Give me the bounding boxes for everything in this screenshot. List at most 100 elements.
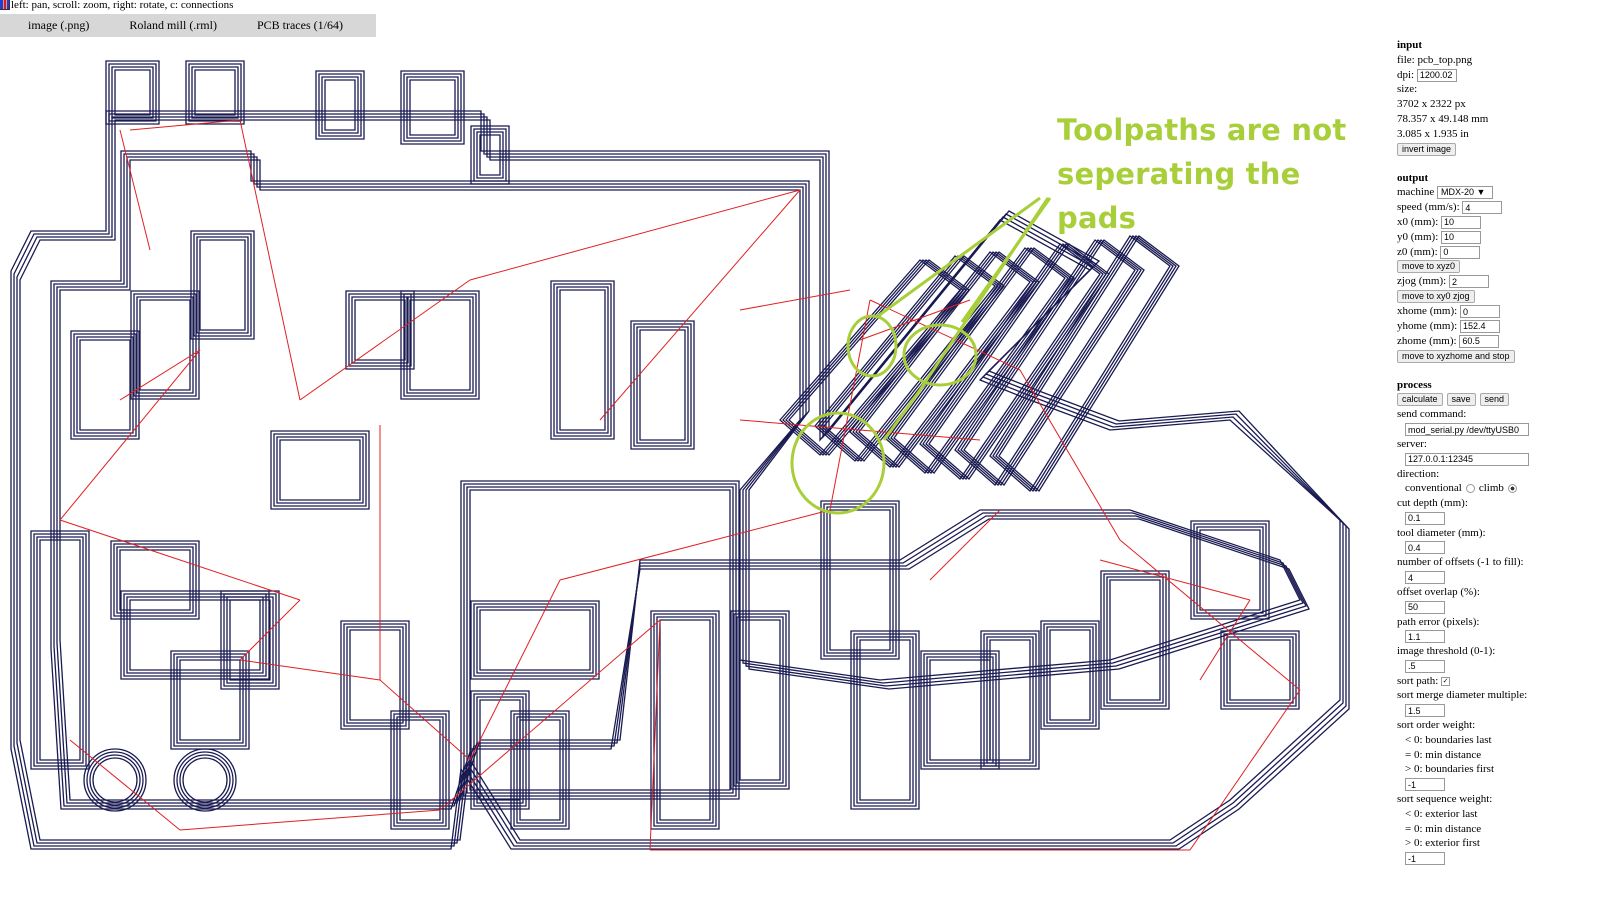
cut-depth-input[interactable] [1405,511,1445,525]
pad-toolpath [324,79,356,131]
board-outline-toolpath [10,110,1350,850]
pad-toolpath [473,693,527,807]
pad-toolpath [400,70,465,145]
settings-panel: input file: pcb_top.png dpi: size: 3702 … [1397,38,1607,880]
pad-toolpath [111,66,154,119]
pad-toolpath [119,549,191,611]
pad-toolpath [519,719,561,821]
dpi-input[interactable] [1416,68,1457,82]
pad-toolpath [983,633,1037,767]
send-button[interactable]: send [1479,393,1510,407]
offsets-input[interactable] [1405,571,1445,585]
path-error-input[interactable] [1405,630,1445,644]
order-lt: < 0: boundaries last [1405,733,1492,746]
connection-line [859,299,971,341]
diagonal-trace-toolpath [995,235,1177,492]
round-pad-toolpath [86,751,144,809]
sort-path-checkbox[interactable]: ✓ [1441,676,1450,686]
toolpath-traces [10,60,1350,850]
pcb-toolpath-view[interactable] [0,40,1390,908]
connection-line [299,279,471,401]
tool-diameter-input[interactable] [1405,541,1445,555]
speed-label: speed (mm/s): [1397,201,1460,214]
zhome-input[interactable] [1459,334,1500,348]
pad-toolpath [479,134,501,176]
menu-item-pcb-traces[interactable]: PCB traces (1/64) [256,18,343,32]
save-button[interactable]: save [1446,393,1476,407]
pad-toolpath [129,599,261,671]
connection-line [1119,539,1301,691]
order-eq: = 0: min distance [1405,748,1482,761]
connection-line [829,299,871,511]
output-title: output [1397,171,1429,184]
zjog-input[interactable] [1448,275,1489,289]
connection-line [379,679,471,761]
move-xyz0-button[interactable]: move to xyz0 [1397,260,1461,274]
y0-input[interactable] [1441,230,1481,244]
input-title: input [1397,39,1423,51]
connection-line [1099,559,1251,601]
pad-toolpath [736,616,784,784]
connection-line [1199,599,1251,681]
size-label: size: [1397,83,1418,96]
zjog-label: zjog (mm): [1397,275,1447,288]
pad-toolpath [856,636,914,804]
pad-toolpath [399,719,441,821]
sequence-weight-input[interactable] [1405,852,1445,866]
pad-toolpath [39,539,81,761]
tool-diameter-label: tool diameter (mm): [1397,526,1486,539]
diagonal-trace-toolpath [817,255,999,462]
pad-toolpath [1109,579,1161,701]
pad-toolpath [730,610,790,790]
conventional-radio[interactable] [1465,484,1475,494]
connection-line [439,619,661,811]
merge-input[interactable] [1405,704,1445,718]
pad-toolpath [390,710,450,830]
z0-input[interactable] [1440,245,1481,259]
pad-toolpath [76,336,134,434]
menu-item-image[interactable]: image (.png) [28,18,90,32]
machine-value: MDX-20 [1441,187,1475,198]
size-mm: 78.357 x 49.148 mm [1397,112,1489,125]
machine-select[interactable]: MDX-20 ▼ [1437,186,1494,200]
yhome-input[interactable] [1459,319,1500,333]
calculate-button[interactable]: calculate [1397,393,1443,407]
pad-toolpath [33,533,87,767]
connection-line [739,419,981,441]
menu-item-roland-mill[interactable]: Roland mill (.rml) [129,18,217,32]
sort-path-label: sort path: [1397,674,1439,687]
move-xy0-zjog-button[interactable]: move to xy0 zjog [1397,290,1475,304]
connection-line [69,739,181,831]
server-label: server: [1397,437,1427,450]
xhome-input[interactable] [1459,305,1500,319]
pad-toolpath [123,593,267,677]
sequence-weight-label: sort sequence weight: [1397,793,1493,806]
x0-input[interactable] [1441,215,1481,229]
order-weight-input[interactable] [1405,778,1445,792]
server-input[interactable] [1405,452,1529,466]
pad-toolpath [473,128,507,182]
send-command-input[interactable] [1405,423,1529,437]
pad-toolpath [193,233,252,337]
size-in: 3.085 x 1.935 in [1397,127,1469,140]
pad-toolpath [403,293,477,397]
speed-input[interactable] [1462,201,1503,215]
overlap-input[interactable] [1405,600,1445,614]
move-xyzhome-button[interactable]: move to xyzhome and stop [1397,349,1515,363]
pad-toolpath [859,639,911,801]
order-weight-label: sort order weight: [1397,719,1476,732]
xhome-label: xhome (mm): [1397,305,1458,318]
threshold-input[interactable] [1405,659,1445,673]
climb-label: climb [1478,482,1504,495]
pad-toolpath [126,596,264,674]
pad-toolpath [279,439,361,501]
connection-line [469,189,801,281]
center-region-toolpath [466,486,734,794]
pad-toolpath [349,629,401,721]
pad-toolpath [270,430,370,510]
pad-toolpath [1199,529,1261,611]
climb-radio[interactable] [1507,484,1517,494]
invert-image-button[interactable]: invert image [1397,142,1457,156]
path-error-label: path error (pixels): [1397,615,1480,628]
toolpath-canvas[interactable] [0,40,1390,908]
